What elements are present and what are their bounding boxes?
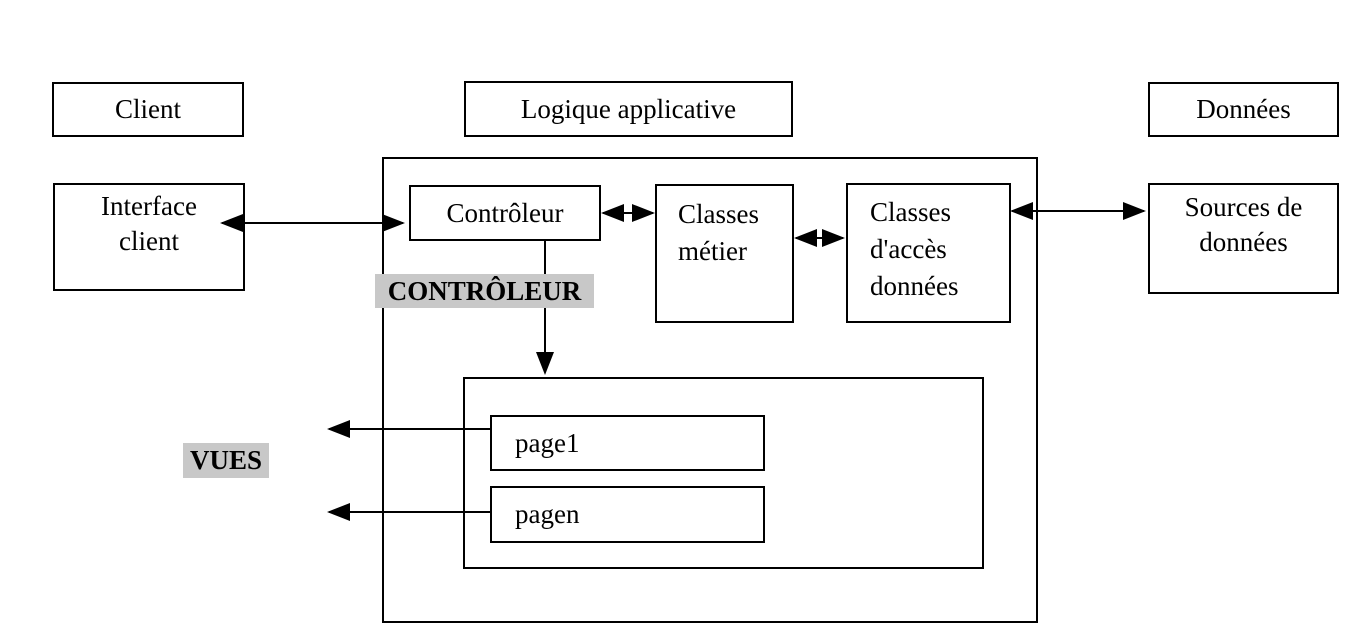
arrow-line (329, 511, 490, 513)
layer-label-client: Client (115, 94, 181, 124)
arrowhead-left-icon (794, 229, 817, 247)
node-label-business-classes: Classes métier (678, 199, 759, 266)
arrow-line (329, 428, 490, 430)
arrow-line (1012, 210, 1144, 212)
arrow-line (796, 237, 843, 239)
application-logic-container (382, 157, 1038, 623)
caption-views: VUES (183, 443, 269, 478)
caption-views-text: VUES (189, 445, 263, 475)
node-box-data-access-classes: Classes d'accès données (846, 183, 1011, 323)
layer-box-application-logic: Logique applicative (464, 81, 793, 137)
arrowhead-left-icon (327, 420, 350, 438)
node-box-pagen: pagen (490, 486, 765, 543)
arrowhead-left-icon (327, 503, 350, 521)
arrow-business-dataaccess (794, 229, 845, 247)
arrow-page1-to-client (327, 420, 490, 438)
node-label-controller: Contrôleur (446, 197, 564, 228)
arrowhead-right-icon (1123, 202, 1146, 220)
node-box-page1: page1 (490, 415, 765, 471)
layer-label-application-logic: Logique applicative (520, 93, 737, 124)
arrowhead-right-icon (822, 229, 845, 247)
node-box-controller: Contrôleur (409, 185, 601, 241)
arrowhead-left-icon (601, 204, 624, 222)
arrowhead-right-icon (632, 204, 655, 222)
arrow-dataaccess-datasources (1010, 202, 1146, 220)
arrowhead-left-icon (1010, 202, 1033, 220)
arrow-pagen-to-client (327, 503, 490, 521)
arrowhead-down-icon (536, 352, 554, 375)
caption-controller: CONTRÔLEUR (375, 274, 594, 308)
node-label-pagen: pagen (515, 499, 580, 529)
arrowhead-right-icon (382, 214, 405, 232)
node-box-client-interface: Interface client (53, 183, 245, 291)
arrow-line (603, 212, 653, 214)
layer-label-data: Données (1196, 94, 1291, 124)
node-box-business-classes: Classes métier (655, 184, 794, 323)
layer-box-data: Données (1148, 82, 1339, 137)
arrow-controller-business (601, 204, 655, 222)
arrowhead-left-icon (220, 214, 243, 232)
arrow-interface-controller (220, 214, 405, 232)
node-label-data-access-classes: Classes d'accès données (870, 197, 959, 301)
node-label-client-interface: Interface client (101, 191, 197, 256)
node-label-data-sources: Sources de données (1184, 192, 1303, 257)
views-container (463, 377, 984, 569)
layer-box-client: Client (52, 82, 244, 137)
node-label-page1: page1 (515, 427, 580, 458)
arrow-line (222, 222, 403, 224)
caption-controller-text: CONTRÔLEUR (387, 275, 582, 306)
node-box-data-sources: Sources de données (1148, 183, 1339, 294)
